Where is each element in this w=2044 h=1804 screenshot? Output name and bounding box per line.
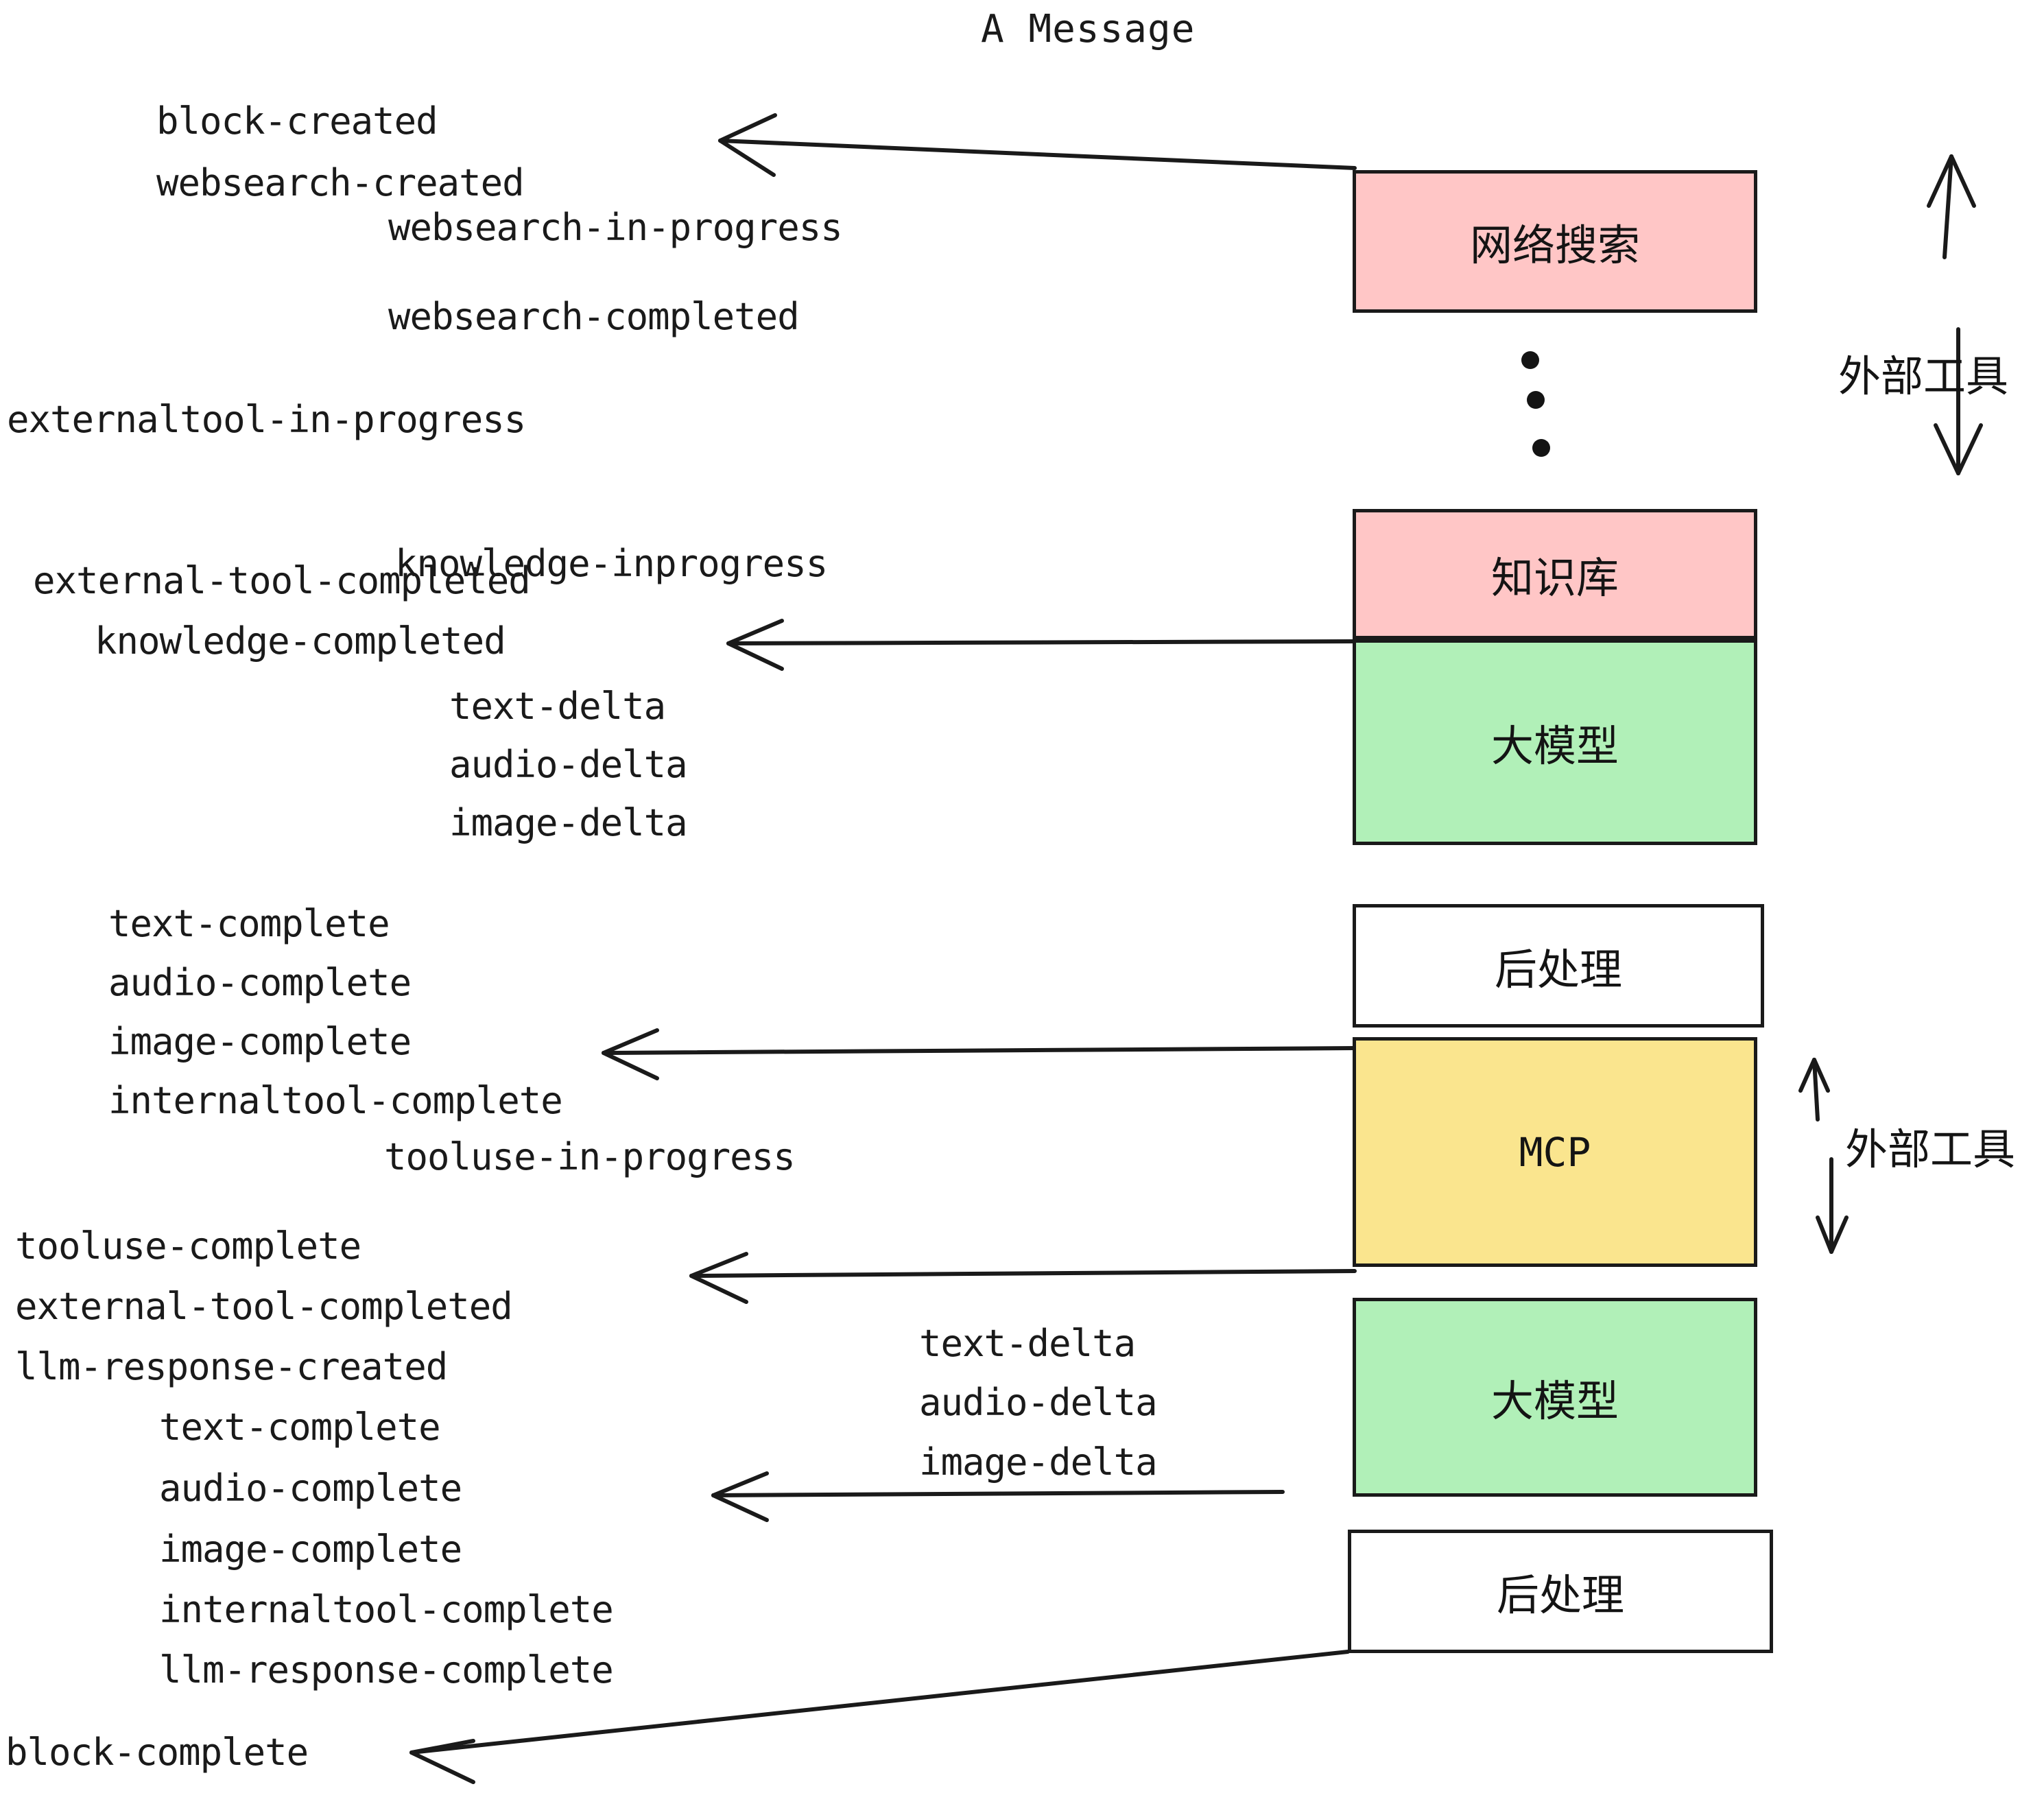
event-audio-complete-2: audio-complete	[159, 1467, 462, 1510]
box-postprocess-1[interactable]: 后处理	[1353, 904, 1764, 1028]
event-llm-response-complete: llm-response-complete	[159, 1648, 614, 1692]
event-tooluse-complete: tooluse-complete	[15, 1224, 361, 1268]
event-image-delta-1: image-delta	[449, 801, 688, 844]
arrow-external-tool-up-2	[1812, 1058, 1820, 1121]
event-text-delta-2: text-delta	[919, 1322, 1136, 1365]
box-postprocess-2-label: 后处理	[1496, 1570, 1624, 1620]
event-block-created: block-created	[156, 99, 438, 143]
event-external-tool-completed-2: external-tool-completed	[15, 1285, 513, 1328]
box-mcp-label: MCP	[1519, 1128, 1591, 1176]
label-external-tool-top: 外部工具	[1838, 351, 2009, 401]
box-llm-2[interactable]: 大模型	[1353, 1298, 1757, 1497]
event-websearch-completed: websearch-completed	[388, 295, 800, 338]
box-knowledge[interactable]: 知识库	[1353, 509, 1757, 639]
event-text-complete-1: text-complete	[108, 902, 390, 945]
box-llm-1-label: 大模型	[1490, 721, 1619, 771]
event-audio-delta-2: audio-delta	[919, 1381, 1158, 1424]
arrow-external-tool-up-1	[1942, 154, 1953, 259]
box-postprocess-2[interactable]: 后处理	[1348, 1530, 1773, 1653]
event-audio-complete-1: audio-complete	[108, 961, 412, 1004]
page-title: A Message	[981, 7, 1196, 51]
event-image-complete-2: image-complete	[159, 1528, 462, 1571]
box-websearch-label: 网络搜索	[1469, 220, 1640, 270]
box-llm-2-label: 大模型	[1490, 1376, 1619, 1426]
event-audio-delta-1: audio-delta	[449, 743, 688, 786]
event-tooluse-in-progress: tooluse-in-progress	[384, 1135, 796, 1178]
event-image-complete-1: image-complete	[108, 1020, 412, 1063]
arrow-websearch-to-block	[718, 139, 1357, 170]
event-knowledge-inprogress: knowledge-inprogress	[395, 542, 828, 585]
label-external-tool-bottom: 外部工具	[1845, 1124, 2016, 1174]
arrow-postprocess-to-image-complete	[602, 1046, 1357, 1055]
ellipsis-dot-3	[1532, 439, 1550, 457]
box-postprocess-1-label: 后处理	[1494, 945, 1622, 995]
box-mcp[interactable]: MCP	[1353, 1037, 1757, 1267]
event-websearch-created: websearch-created	[156, 161, 525, 204]
event-llm-response-created: llm-response-created	[15, 1345, 448, 1388]
event-external-tool-completed-1: external-tool-completed	[33, 559, 531, 602]
event-websearch-in-progress: websearch-in-progress	[388, 206, 843, 249]
ellipsis-dot-2	[1527, 391, 1545, 409]
box-llm-1[interactable]: 大模型	[1353, 639, 1757, 845]
event-knowledge-completed: knowledge-completed	[95, 619, 506, 663]
event-text-complete-2: text-complete	[159, 1405, 441, 1449]
arrow-llm2-to-audio-complete	[711, 1490, 1285, 1497]
ellipsis-dot-1	[1521, 351, 1539, 369]
event-text-delta-1: text-delta	[449, 685, 666, 728]
event-internaltool-complete-1: internaltool-complete	[108, 1079, 563, 1122]
event-image-delta-2: image-delta	[919, 1440, 1158, 1484]
event-internaltool-complete-2: internaltool-complete	[159, 1588, 614, 1631]
event-block-complete: block-complete	[5, 1731, 309, 1774]
box-knowledge-label: 知识库	[1490, 553, 1619, 603]
arrow-knowledge-completed	[726, 639, 1357, 645]
event-externaltool-in-progress: externaltool-in-progress	[7, 398, 526, 441]
arrow-mcp-to-tooluse-complete	[689, 1269, 1357, 1278]
box-websearch[interactable]: 网络搜索	[1353, 170, 1757, 313]
